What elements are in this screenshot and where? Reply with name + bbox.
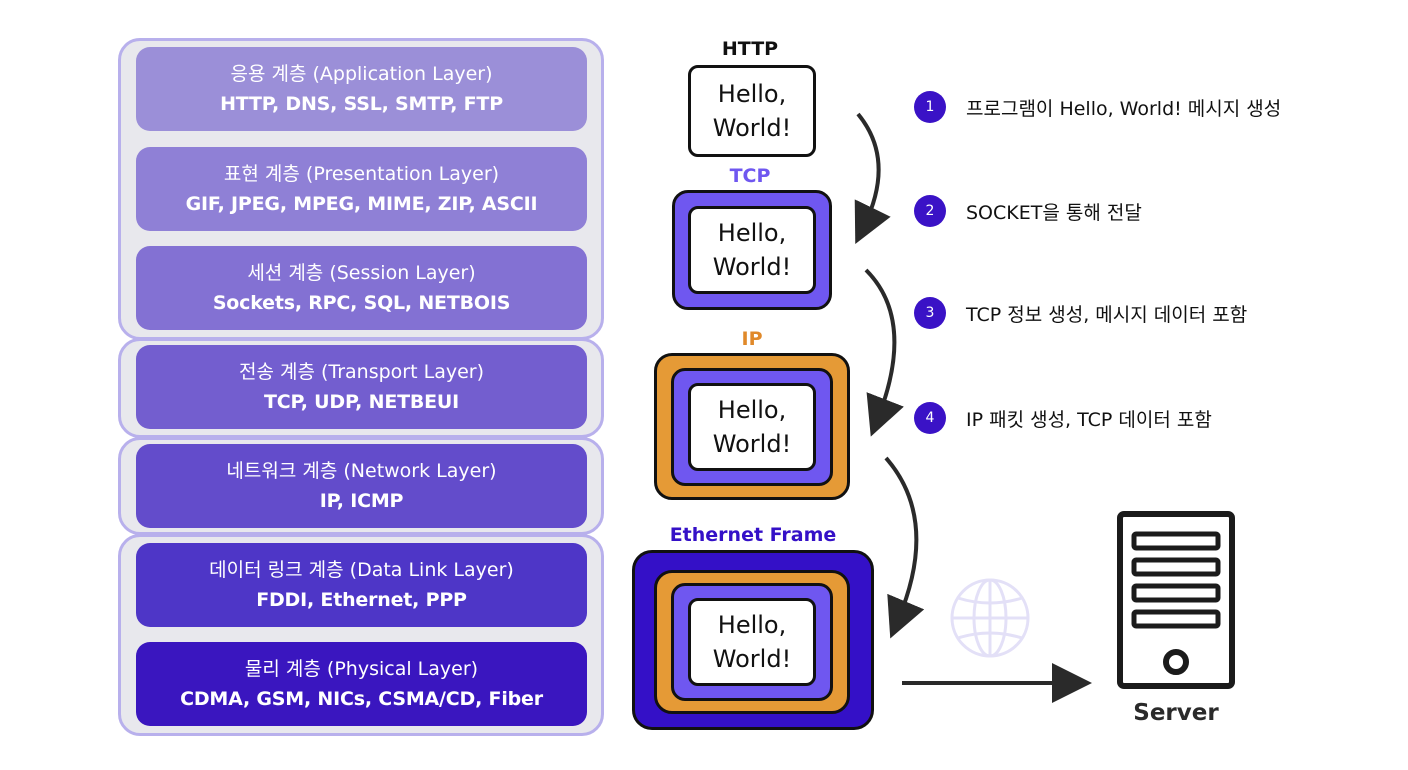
- layer-application: 응용 계층 (Application Layer) HTTP, DNS, SSL…: [136, 47, 587, 131]
- step-number-badge: 2: [914, 195, 946, 227]
- server-icon: [1117, 511, 1235, 689]
- globe-icon: [950, 578, 1030, 658]
- ip-message-box: Hello, World!: [688, 383, 816, 471]
- server-label: Server: [1133, 700, 1219, 726]
- frame-label: Ethernet Frame: [669, 524, 837, 546]
- step-1: 1 프로그램이 Hello, World! 메시지 생성: [914, 90, 1281, 124]
- layer-name: 전송 계층 (Transport Layer): [239, 361, 484, 383]
- layer-protocols: Sockets, RPC, SQL, NETBOIS: [212, 292, 511, 314]
- layer-name: 네트워크 계층 (Network Layer): [226, 460, 497, 482]
- layer-protocols: IP, ICMP: [319, 490, 404, 512]
- step-4: 4 IP 패킷 생성, TCP 데이터 포함: [914, 401, 1212, 435]
- layer-physical: 물리 계층 (Physical Layer) CDMA, GSM, NICs, …: [136, 642, 587, 726]
- layer-name: 물리 계층 (Physical Layer): [244, 658, 479, 680]
- step-3: 3 TCP 정보 생성, 메시지 데이터 포함: [914, 296, 1247, 330]
- step-2: 2 SOCKET을 통해 전달: [914, 194, 1142, 228]
- layer-session: 세션 계층 (Session Layer) Sockets, RPC, SQL,…: [136, 246, 587, 330]
- ip-label: IP: [741, 328, 763, 350]
- step-text: SOCKET을 통해 전달: [966, 201, 1142, 224]
- step-number-badge: 4: [914, 402, 946, 434]
- layer-name: 표현 계층 (Presentation Layer): [223, 163, 500, 185]
- http-message-box: Hello, World!: [688, 65, 816, 157]
- step-text: 프로그램이 Hello, World! 메시지 생성: [966, 97, 1282, 120]
- step-number-badge: 3: [914, 297, 946, 329]
- layer-protocols: HTTP, DNS, SSL, SMTP, FTP: [220, 93, 503, 115]
- flow-arrow-2: [864, 268, 904, 437]
- flow-arrow-3: [884, 456, 925, 639]
- layer-name: 응용 계층 (Application Layer): [230, 63, 493, 85]
- step-text: IP 패킷 생성, TCP 데이터 포함: [966, 408, 1212, 431]
- layer-protocols: GIF, JPEG, MPEG, MIME, ZIP, ASCII: [185, 193, 538, 215]
- flow-arrow-1: [854, 112, 891, 244]
- layer-network: 네트워크 계층 (Network Layer) IP, ICMP: [136, 444, 587, 528]
- layer-protocols: FDDI, Ethernet, PPP: [256, 589, 467, 611]
- layer-name: 세션 계층 (Session Layer): [247, 262, 476, 284]
- step-text: TCP 정보 생성, 메시지 데이터 포함: [966, 303, 1248, 326]
- layer-name: 데이터 링크 계층 (Data Link Layer): [209, 559, 514, 581]
- tcp-message-box: Hello, World!: [688, 206, 816, 294]
- step-number-badge: 1: [914, 91, 946, 123]
- layer-presentation: 표현 계층 (Presentation Layer) GIF, JPEG, MP…: [136, 147, 587, 231]
- layer-protocols: TCP, UDP, NETBEUI: [263, 391, 460, 413]
- layer-transport: 전송 계층 (Transport Layer) TCP, UDP, NETBEU…: [136, 345, 587, 429]
- tcp-label: TCP: [729, 165, 771, 187]
- http-label: HTTP: [721, 38, 779, 60]
- layer-protocols: CDMA, GSM, NICs, CSMA/CD, Fiber: [180, 688, 543, 710]
- frame-message-box: Hello, World!: [688, 598, 816, 686]
- layer-data-link: 데이터 링크 계층 (Data Link Layer) FDDI, Ethern…: [136, 543, 587, 627]
